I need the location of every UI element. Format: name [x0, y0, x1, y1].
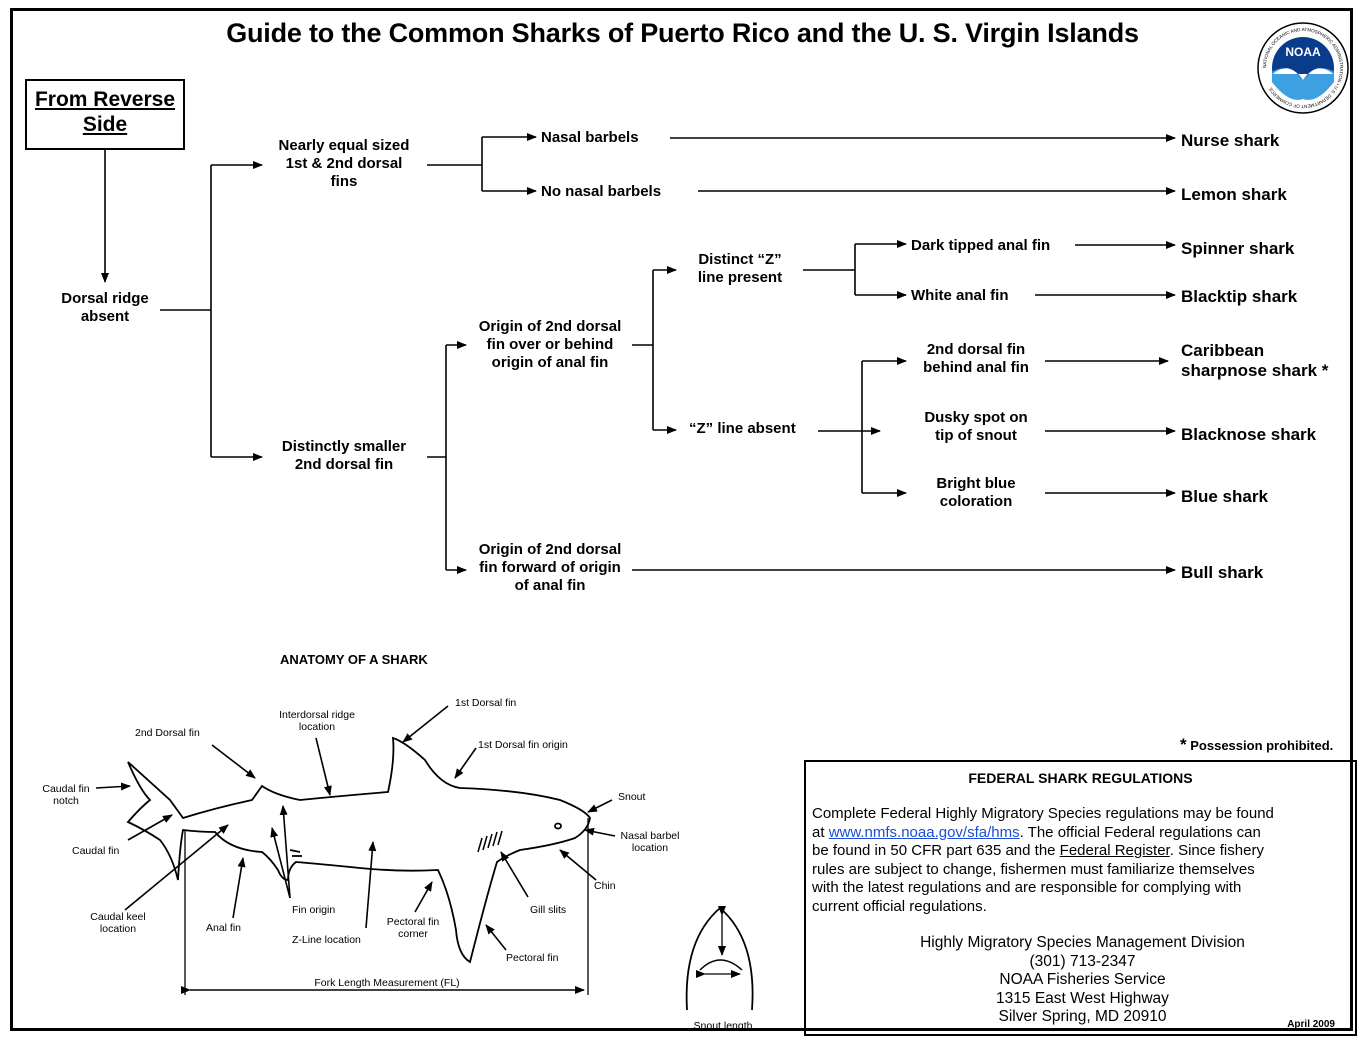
- from-reverse-line1: From Reverse: [34, 88, 176, 111]
- label-second-dorsal-fin: 2nd Dorsal fin: [135, 727, 200, 739]
- species-blacktip-shark: Blacktip shark: [1181, 287, 1298, 306]
- node-dark-tipped-anal: Dark tipped anal fin: [911, 237, 1051, 254]
- species-nurse-shark: Nurse shark: [1181, 131, 1280, 150]
- species-blue-shark: Blue shark: [1181, 487, 1268, 506]
- species-blacknose-shark: Blacknose shark: [1181, 425, 1317, 444]
- node-white-anal: White anal fin: [911, 287, 1009, 304]
- noaa-logo: NOAA NATIONAL OCEANIC AND ATMOSPHERIC AD…: [1257, 22, 1349, 114]
- label-snout: Snout: [618, 791, 646, 803]
- label-snout-length: Snout length: [693, 1020, 753, 1032]
- label-fork-length: Fork Length Measurement (FL): [314, 977, 460, 989]
- asterisk-icon: *: [1180, 735, 1187, 754]
- label-caudal-fin: Caudal fin: [72, 845, 120, 857]
- species-bull-shark: Bull shark: [1181, 563, 1264, 582]
- shark-anatomy-drawing: [126, 736, 754, 1011]
- species-lemon-shark: Lemon shark: [1181, 185, 1287, 204]
- regulations-contact: Highly Migratory Species Management Divi…: [920, 934, 1245, 1025]
- page-title: Guide to the Common Sharks of Puerto Ric…: [226, 18, 1139, 48]
- possession-note: * Possession prohibited.: [1180, 735, 1334, 754]
- regulations-heading: FEDERAL SHARK REGULATIONS: [968, 770, 1193, 786]
- node-z-line-absent: “Z” line absent: [689, 420, 796, 437]
- label-anal-fin: Anal fin: [206, 922, 242, 934]
- label-gill-slits: Gill slits: [530, 904, 567, 916]
- from-reverse-side-box: From Reverse Side: [25, 79, 185, 150]
- federal-regulations-box: FEDERAL SHARK REGULATIONS Complete Feder…: [804, 760, 1357, 1036]
- label-chin: Chin: [594, 880, 616, 892]
- node-z-line-present: Distinct “Z”line present: [697, 251, 783, 286]
- node-no-nasal-barbels: No nasal barbels: [541, 183, 662, 200]
- from-reverse-line2: Side: [82, 113, 128, 136]
- node-nasal-barbels: Nasal barbels: [541, 129, 639, 146]
- noaa-logo-text: NOAA: [1285, 45, 1321, 59]
- label-first-dorsal-fin: 1st Dorsal fin: [455, 697, 517, 709]
- anatomy-pointer-arrows: [95, 705, 616, 951]
- label-pectoral-fin: Pectoral fin: [506, 952, 559, 964]
- page-border: [10, 8, 1353, 1031]
- publication-date: April 2009: [1287, 1019, 1335, 1030]
- noaa-logo-icon: NOAA NATIONAL OCEANIC AND ATMOSPHERIC AD…: [1257, 22, 1349, 114]
- hms-website-link[interactable]: www.nmfs.noaa.gov/sfa/hms: [828, 823, 1020, 841]
- label-z-line-location: Z-Line location: [292, 934, 361, 946]
- species-spinner-shark: Spinner shark: [1181, 239, 1295, 258]
- label-fin-origin: Fin origin: [292, 904, 336, 916]
- label-first-dorsal-origin: 1st Dorsal fin origin: [478, 739, 568, 751]
- regulations-body: Complete Federal Highly Migratory Specie…: [812, 805, 1274, 915]
- anatomy-heading: ANATOMY OF A SHARK: [280, 652, 428, 667]
